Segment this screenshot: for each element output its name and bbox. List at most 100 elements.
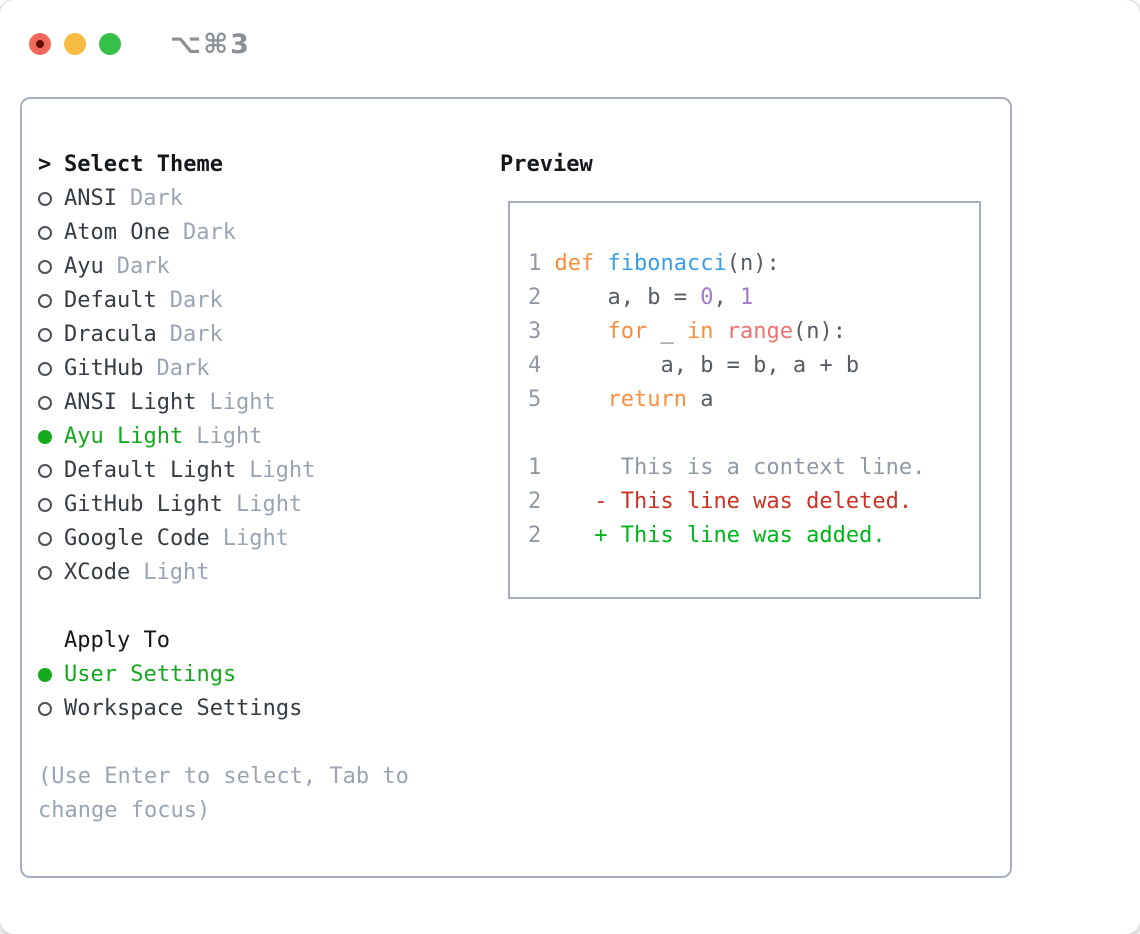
code-token: for [607, 319, 648, 344]
theme-item-label: ANSI Light [64, 390, 197, 415]
theme-item-google-code[interactable]: Google Code Light [38, 522, 458, 556]
radio-icon [38, 226, 52, 240]
theme-item-github-light[interactable]: GitHub Light Light [38, 488, 458, 522]
code-token: a [686, 387, 714, 412]
marker-cell [38, 362, 64, 376]
code-token: (n): [792, 319, 846, 344]
theme-item-default-light[interactable]: Default Light Light [38, 454, 458, 488]
theme-item-label: XCode [64, 560, 131, 585]
code-line-blank [528, 417, 979, 451]
radio-icon [38, 294, 52, 308]
theme-item-label: GitHub Light [64, 492, 223, 517]
apply-option-user-settings[interactable]: User Settings [38, 658, 458, 692]
minimize-button[interactable] [64, 33, 86, 55]
zoom-button[interactable] [99, 33, 121, 55]
marker-cell [38, 192, 64, 206]
code-token: in [686, 319, 714, 344]
code-line: 2 + This line was added. [528, 519, 979, 553]
code-token: (n): [726, 251, 780, 276]
code-token: 1 [739, 285, 754, 310]
theme-item-label: Ayu Light [64, 424, 184, 449]
theme-list-title: Select Theme [64, 152, 223, 177]
theme-item-ayu-light[interactable]: Ayu Light Light [38, 420, 458, 454]
theme-item-variant-tag: Light [249, 458, 316, 483]
apply-option-label: User Settings [64, 662, 237, 687]
apply-to-header: Apply To [38, 624, 458, 658]
code-line: 2 - This line was deleted. [528, 485, 979, 519]
code-token [541, 523, 594, 548]
marker-cell [38, 226, 64, 240]
marker-cell [38, 464, 64, 478]
spacer [38, 726, 458, 760]
code-line: 3 for _ in range(n): [528, 315, 979, 349]
radio-icon [38, 464, 52, 478]
theme-item-variant-tag: Light [209, 390, 276, 415]
theme-item-label: Ayu [64, 254, 104, 279]
close-button[interactable] [29, 33, 51, 55]
marker-cell [38, 260, 64, 274]
code-line: 2 a, b = 0, 1 [528, 281, 979, 315]
theme-item-variant-tag: Light [196, 424, 263, 449]
code-token [713, 319, 726, 344]
theme-item-label: Dracula [64, 322, 157, 347]
code-line: 4 a, b = b, a + b [528, 349, 979, 383]
theme-item-ansi-light[interactable]: ANSI Light Light [38, 386, 458, 420]
theme-item-default[interactable]: Default Dark [38, 284, 458, 318]
code-token [594, 251, 607, 276]
close-dot-icon [36, 40, 44, 48]
marker-cell [38, 430, 64, 444]
keyboard-shortcut-label: ⌥⌘3 [170, 28, 251, 60]
theme-item-variant-tag: Dark [169, 322, 223, 347]
theme-item-label: Default [64, 288, 157, 313]
theme-item-label: ANSI [64, 186, 117, 211]
theme-item-dracula[interactable]: Dracula Dark [38, 318, 458, 352]
radio-icon [38, 328, 52, 342]
theme-item-label: GitHub [64, 356, 144, 381]
theme-list-header: > Select Theme [38, 148, 458, 182]
code-token: return [607, 387, 687, 412]
theme-item-xcode[interactable]: XCode Light [38, 556, 458, 590]
radio-selected-icon [38, 668, 52, 682]
theme-item-variant-tag: Light [235, 492, 303, 517]
marker-cell [38, 532, 64, 546]
code-line: 5 return a [528, 383, 979, 417]
marker-cell [38, 668, 64, 682]
code-token: 1 [528, 251, 555, 276]
radio-icon [38, 566, 52, 580]
apply-option-workspace-settings[interactable]: Workspace Settings [38, 692, 458, 726]
theme-item-label: Default Light [64, 458, 237, 483]
marker-cell [38, 498, 64, 512]
code-token: 5 [528, 387, 555, 412]
radio-icon [38, 192, 52, 206]
theme-item-variant-tag: Light [143, 560, 210, 585]
marker-cell [38, 566, 64, 580]
code-token: fibonacci [607, 251, 727, 276]
theme-item-variant-tag: Light [222, 526, 289, 551]
theme-item-ayu[interactable]: Ayu Dark [38, 250, 458, 284]
code-line: 1 def fibonacci(n): [528, 247, 979, 281]
radio-icon [38, 396, 52, 410]
radio-selected-icon [38, 430, 52, 444]
theme-item-variant-tag: Dark [169, 288, 223, 313]
spacer [38, 590, 458, 624]
marker-cell [38, 294, 64, 308]
radio-icon [38, 362, 52, 376]
code-token: - This line was deleted. [594, 489, 913, 514]
theme-item-label: Google Code [64, 526, 210, 551]
code-token [555, 319, 608, 344]
code-token: range [726, 319, 793, 344]
code-token: 1 [528, 455, 542, 480]
code-line: 1 This is a context line. [528, 451, 979, 485]
code-token: This is a context line. [541, 455, 926, 480]
window-titlebar: ⌥⌘3 [0, 0, 1140, 62]
theme-item-variant-tag: Dark [116, 254, 170, 279]
code-token: + This line was added. [594, 523, 886, 548]
